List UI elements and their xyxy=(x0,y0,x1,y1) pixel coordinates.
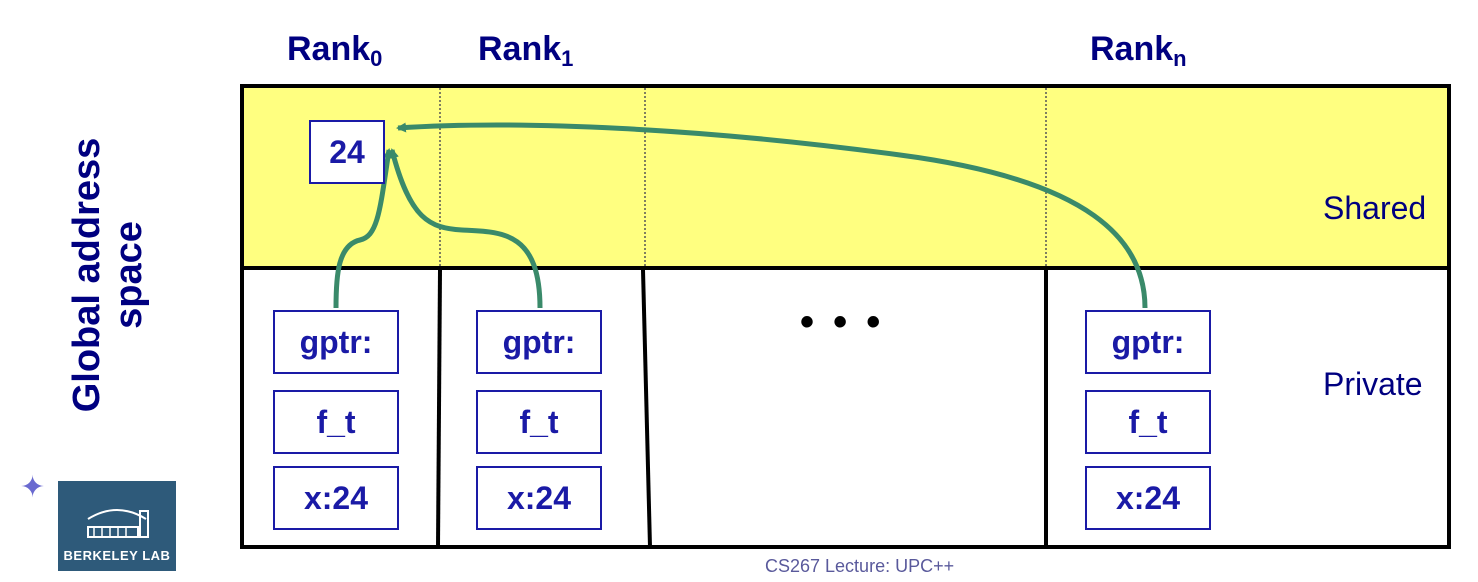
shared-value-box: 24 xyxy=(309,120,385,184)
rank-n-base: Rank xyxy=(1090,30,1174,68)
x-label: x:24 xyxy=(1115,479,1181,516)
x-box-rank0: x:24 xyxy=(273,466,399,530)
gptr-label: gptr: xyxy=(1111,323,1185,360)
pointer-arrow-rankn xyxy=(396,122,1148,309)
gptr-box-rank1: gptr: xyxy=(476,310,602,374)
type-box-rankn: f_t xyxy=(1085,390,1211,454)
sparkle-icon: ✦ xyxy=(20,471,46,504)
footer-text: CS267 Lecture: UPC++ xyxy=(765,556,955,576)
x-box-rank1: x:24 xyxy=(476,466,602,530)
gptr-box-rank0: gptr: xyxy=(273,310,399,374)
private-label: Private xyxy=(1323,366,1423,402)
type-label: f_t xyxy=(519,403,559,440)
rank-0-base: Rank xyxy=(287,30,371,68)
shared-label: Shared xyxy=(1323,190,1427,226)
ellipsis: • • • xyxy=(800,300,885,344)
rank-0-header: Rank0 xyxy=(287,30,382,72)
gptr-label: gptr: xyxy=(299,323,373,360)
pointer-arrow-rank0 xyxy=(333,148,393,309)
type-label: f_t xyxy=(1128,403,1168,440)
type-label: f_t xyxy=(316,403,356,440)
shared-value: 24 xyxy=(329,133,365,170)
rank-1-base: Rank xyxy=(478,30,562,68)
x-box-rankn: x:24 xyxy=(1085,466,1211,530)
rank-n-header: Rankn xyxy=(1090,30,1187,72)
x-label: x:24 xyxy=(506,479,572,516)
shared-region xyxy=(240,84,1451,270)
lab-building-icon xyxy=(87,509,149,538)
rank-n-sub: n xyxy=(1173,46,1187,71)
rank-1-sub: 1 xyxy=(561,46,574,71)
rank-0-sub: 0 xyxy=(370,46,383,71)
logo-text: BERKELEY LAB xyxy=(63,548,171,563)
pointer-arrow-rank1 xyxy=(389,148,543,309)
berkeley-lab-logo: BERKELEY LAB xyxy=(58,481,176,571)
x-label: x:24 xyxy=(303,479,369,516)
private-divider xyxy=(641,269,652,548)
gptr-label: gptr: xyxy=(502,323,576,360)
rank-1-header: Rank1 xyxy=(478,30,573,72)
type-box-rank0: f_t xyxy=(273,390,399,454)
private-region xyxy=(240,266,1451,549)
type-box-rank1: f_t xyxy=(476,390,602,454)
gptr-box-rankn: gptr: xyxy=(1085,310,1211,374)
private-divider xyxy=(436,269,442,548)
